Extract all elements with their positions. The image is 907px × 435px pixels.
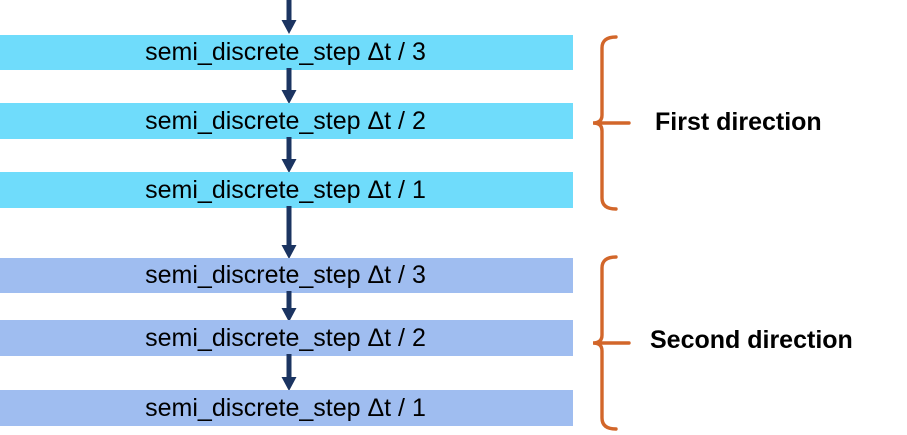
flow-arrow-first-2-to-3 (281, 137, 297, 174)
step-bar-label: semi_discrete_step Δt / 1 (145, 175, 426, 204)
step-bar-first-1[interactable]: semi_discrete_step Δt / 3 (0, 35, 573, 70)
step-bar-first-2[interactable]: semi_discrete_step Δt / 2 (0, 103, 573, 139)
group-label-first-direction: First direction (655, 108, 822, 136)
step-bar-second-1[interactable]: semi_discrete_step Δt / 3 (0, 258, 573, 293)
step-bar-label: semi_discrete_step Δt / 1 (145, 393, 426, 422)
flow-arrow-second-1-to-2 (281, 291, 297, 323)
flow-arrow-incoming (281, 0, 297, 35)
group-label-second-direction: Second direction (650, 326, 853, 354)
step-bar-label: semi_discrete_step Δt / 3 (145, 38, 426, 66)
step-bar-second-3[interactable]: semi_discrete_step Δt / 1 (0, 390, 573, 426)
flow-arrow-second-2-to-3 (281, 354, 297, 392)
step-bar-second-2[interactable]: semi_discrete_step Δt / 2 (0, 320, 573, 356)
step-bar-first-3[interactable]: semi_discrete_step Δt / 1 (0, 172, 573, 208)
flow-arrow-first-to-second (281, 206, 297, 260)
step-bar-label: semi_discrete_step Δt / 3 (145, 261, 426, 289)
step-bar-label: semi_discrete_step Δt / 2 (145, 323, 426, 352)
flow-arrow-first-1-to-2 (281, 68, 297, 105)
group-brace-second-direction (592, 253, 636, 433)
step-bar-label: semi_discrete_step Δt / 2 (145, 106, 426, 135)
group-brace-first-direction (592, 33, 636, 213)
